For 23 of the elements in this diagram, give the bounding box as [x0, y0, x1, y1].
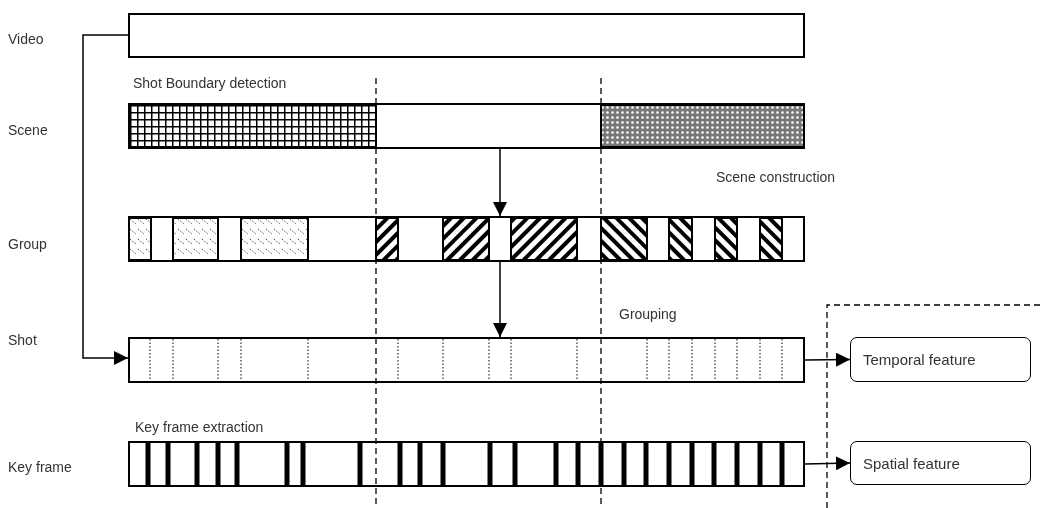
arrow [493, 261, 507, 338]
arrow [804, 456, 851, 471]
step-label: Group [8, 236, 47, 252]
step-label: Key frame extraction [135, 419, 264, 435]
feature-box [850, 441, 1031, 485]
timeline-bar [128, 216, 805, 262]
arrow [82, 34, 129, 365]
step-label: Grouping [619, 306, 677, 322]
timeline-bar [128, 337, 805, 383]
feature-box [850, 337, 1031, 382]
step-label: Key frame [8, 459, 72, 475]
step-label: Shot Boundary detection [133, 75, 287, 91]
step-label: Video [8, 31, 44, 47]
feature-label: Temporal feature [863, 351, 976, 368]
arrow [804, 352, 851, 367]
timeline-bar [128, 13, 805, 58]
step-label: Scene [8, 122, 48, 138]
feature-label: Spatial feature [863, 454, 960, 472]
step-label: Scene construction [716, 169, 836, 185]
arrow [493, 148, 507, 217]
timeline-bar [128, 441, 805, 487]
timeline-bar [128, 103, 805, 149]
step-label: Shot [8, 332, 37, 348]
